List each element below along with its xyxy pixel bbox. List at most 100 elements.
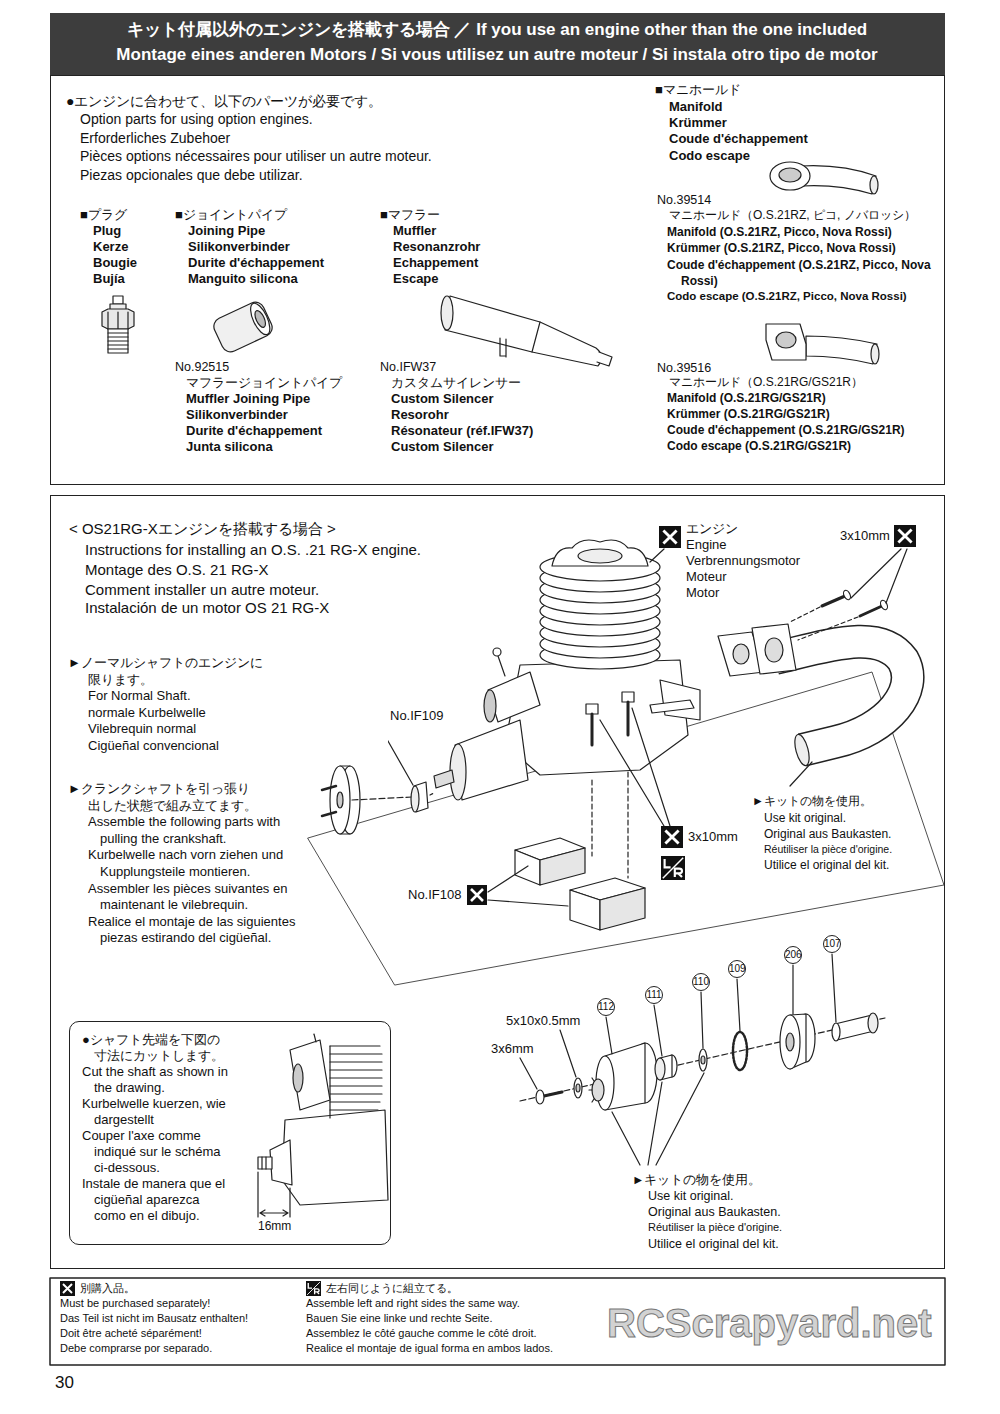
label-text: Kurbelwelle nach vorn ziehen und Kupplun…	[88, 847, 285, 880]
label-text: Debe comprarse por separado.	[60, 1341, 212, 1355]
label-text: Escape	[393, 271, 439, 287]
note-text: Cut the shaft as shown in the drawing.	[82, 1064, 230, 1096]
label-text: For Normal Shaft.	[88, 688, 388, 705]
callout-number: 109	[728, 960, 746, 978]
label-text: 3x6mm	[491, 1041, 534, 1057]
label-text: Verbrennungsmotor	[686, 553, 800, 569]
label-text: Use kit original.	[764, 811, 846, 826]
label-text: Kerze	[93, 239, 128, 255]
label-text: Moteur	[686, 569, 726, 585]
panel-text: Option parts for using option engines.	[80, 111, 313, 128]
panel-text: ●エンジンに合わせて、以下のパーツが必要です。	[66, 93, 382, 110]
label-text: Motor	[686, 585, 719, 601]
panel-text: < OS21RG-Xエンジンを搭載する場合 >	[69, 520, 336, 538]
label-text: Manifold (O.S.21RZ, Picco, Nova Rossi)	[667, 225, 892, 240]
label-text: Bujía	[93, 271, 125, 287]
label-text: 3x10mm	[840, 528, 890, 544]
label-text: Durite d'échappement	[188, 255, 324, 271]
label-text: Doit être acheté séparément!	[60, 1326, 202, 1340]
label-text: Resonanzrohr	[393, 239, 480, 255]
text-column: ►クランクシャフトを引っ張り出した状態で組み立てます。Assemble the …	[68, 781, 388, 947]
label-text: Original aus Baukasten.	[764, 827, 891, 842]
title-band: キット付属以外のエンジンを搭載する場合 ／ If you use an engi…	[50, 13, 945, 76]
label-text: Muffler	[393, 223, 436, 239]
label-text: Coude d'échappement	[669, 131, 808, 147]
callout-number: 110	[692, 973, 710, 991]
note-text: Kurbelwelle kuerzen, wie dargestellt	[82, 1096, 230, 1128]
legend-text: 左右同じように組立てる。	[326, 1281, 458, 1295]
label-text: Echappement	[393, 255, 478, 271]
label-text: ■ジョイントパイプ	[175, 207, 287, 223]
label-text: Silikonverbinder	[186, 407, 288, 423]
label-text: Krümmer (O.S.21RG/GS21R)	[667, 407, 830, 422]
label-text: ■マニホールド	[655, 82, 741, 98]
label-text: normale Kurbelwelle	[88, 705, 388, 722]
label-text: マフラージョイントパイプ	[186, 375, 342, 391]
label-text: Coude d'échappement (O.S.21RG/GS21R)	[667, 423, 905, 438]
label-text: Assembler les pièces suivantes en mainte…	[88, 881, 305, 914]
panel-text: Instalación de un motor OS 21 RG-X	[85, 599, 329, 617]
label-text: Use kit original.	[648, 1188, 733, 1204]
label-text: ►キットの物を使用。	[632, 1172, 761, 1188]
label-text: マニホールド（O.S.21RZ, ピコ, ノバロッシ）	[669, 208, 916, 223]
label-text: Assemble left and right sides the same w…	[306, 1296, 520, 1310]
label-text: Custom Silencer	[391, 391, 494, 407]
label-text: Must be purchased separately!	[60, 1296, 210, 1310]
label-text: Manguito silicona	[188, 271, 298, 287]
label-text: No.92515	[175, 359, 229, 375]
label-text: Plug	[93, 223, 121, 239]
label-text: ►キットの物を使用。	[752, 794, 872, 809]
label-text: カスタムサイレンサー	[391, 375, 521, 391]
label-text: Original aus Baukasten.	[648, 1204, 781, 1220]
label-text: Custom Silencer	[391, 439, 494, 455]
label-text: Réutiliser la pièce d'origine.	[648, 1220, 782, 1234]
label-text: Realice el montaje de igual forma en amb…	[306, 1341, 553, 1355]
label-text: Joining Pipe	[188, 223, 265, 239]
shaft-cut-box: ●シャフト先端を下図の寸法にカットします。Cut the shaft as sh…	[69, 1021, 391, 1245]
label-text: Manifold	[669, 99, 722, 115]
label-text: 3x10mm	[688, 829, 738, 845]
page-number: 30	[55, 1372, 74, 1393]
text-column: ►ノーマルシャフトのエンジンに限ります。For Normal Shaft.nor…	[68, 655, 388, 755]
label-text: Manifold (O.S.21RG/GS21R)	[667, 391, 826, 406]
note-text: ●シャフト先端を下図の寸法にカットします。	[82, 1032, 230, 1064]
label-text: マニホールド（O.S.21RG/GS21R）	[669, 375, 863, 390]
label-text: Codo escape (O.S.21RZ, Picco, Nova Rossi…	[667, 289, 907, 303]
legend-text: 別購入品。	[80, 1281, 135, 1295]
label-text: Muffler Joining Pipe	[186, 391, 310, 407]
label-text: Résonateur (réf.IFW37)	[391, 423, 533, 439]
label-text: Krümmer	[669, 115, 727, 131]
label-text: Resorohr	[391, 407, 449, 423]
callout-number: 206	[784, 946, 802, 964]
panel-text: Erforderliches Zubehoer	[80, 130, 230, 147]
label-text: Assemble the following parts with pullin…	[88, 814, 285, 847]
label-text: Bougie	[93, 255, 137, 271]
label-text: ■マフラー	[380, 207, 440, 223]
label-text: Engine	[686, 537, 726, 553]
label-text: ►ノーマルシャフトのエンジンに限ります。	[68, 655, 266, 688]
label-text: Utilice el original del kit.	[648, 1236, 779, 1252]
panel-text: Instructions for installing an O.S. .21 …	[85, 541, 421, 559]
label-text: 16mm	[258, 1219, 291, 1234]
label-text: No.IF108	[408, 887, 461, 903]
label-text: Junta silicona	[186, 439, 273, 455]
label-text: ■プラグ	[80, 207, 127, 223]
panel-text: Comment installer un autre moteur.	[85, 581, 319, 599]
note-text: Couper l'axe comme indiqué sur le schéma…	[82, 1128, 230, 1176]
label-text: Krümmer (O.S.21RZ, Picco, Nova Rossi)	[667, 241, 896, 256]
label-text: Assemblez le côté gauche comme le côté d…	[306, 1326, 537, 1340]
label-text: Cigüeñal convencional	[88, 738, 388, 755]
label-text: Bauen Sie eine linke und rechte Seite.	[306, 1311, 493, 1325]
title-text: Montage eines anderen Motors / Si vous u…	[116, 45, 877, 65]
callout-number: 111	[645, 986, 663, 1004]
label-text: No.IFW37	[380, 359, 436, 375]
label-text: Silikonverbinder	[188, 239, 290, 255]
label-text: Realice el montaje de las siguientes pie…	[88, 914, 305, 947]
panel-text: Montage des O.S. 21 RG-X	[85, 561, 268, 579]
label-text: Codo escape (O.S.21RG/GS21R)	[667, 439, 851, 454]
label-text: No.39516	[657, 360, 711, 376]
label-text: Durite d'échappement	[186, 423, 322, 439]
label-text: エンジン	[686, 521, 738, 537]
label-text: No.39514	[657, 192, 711, 208]
